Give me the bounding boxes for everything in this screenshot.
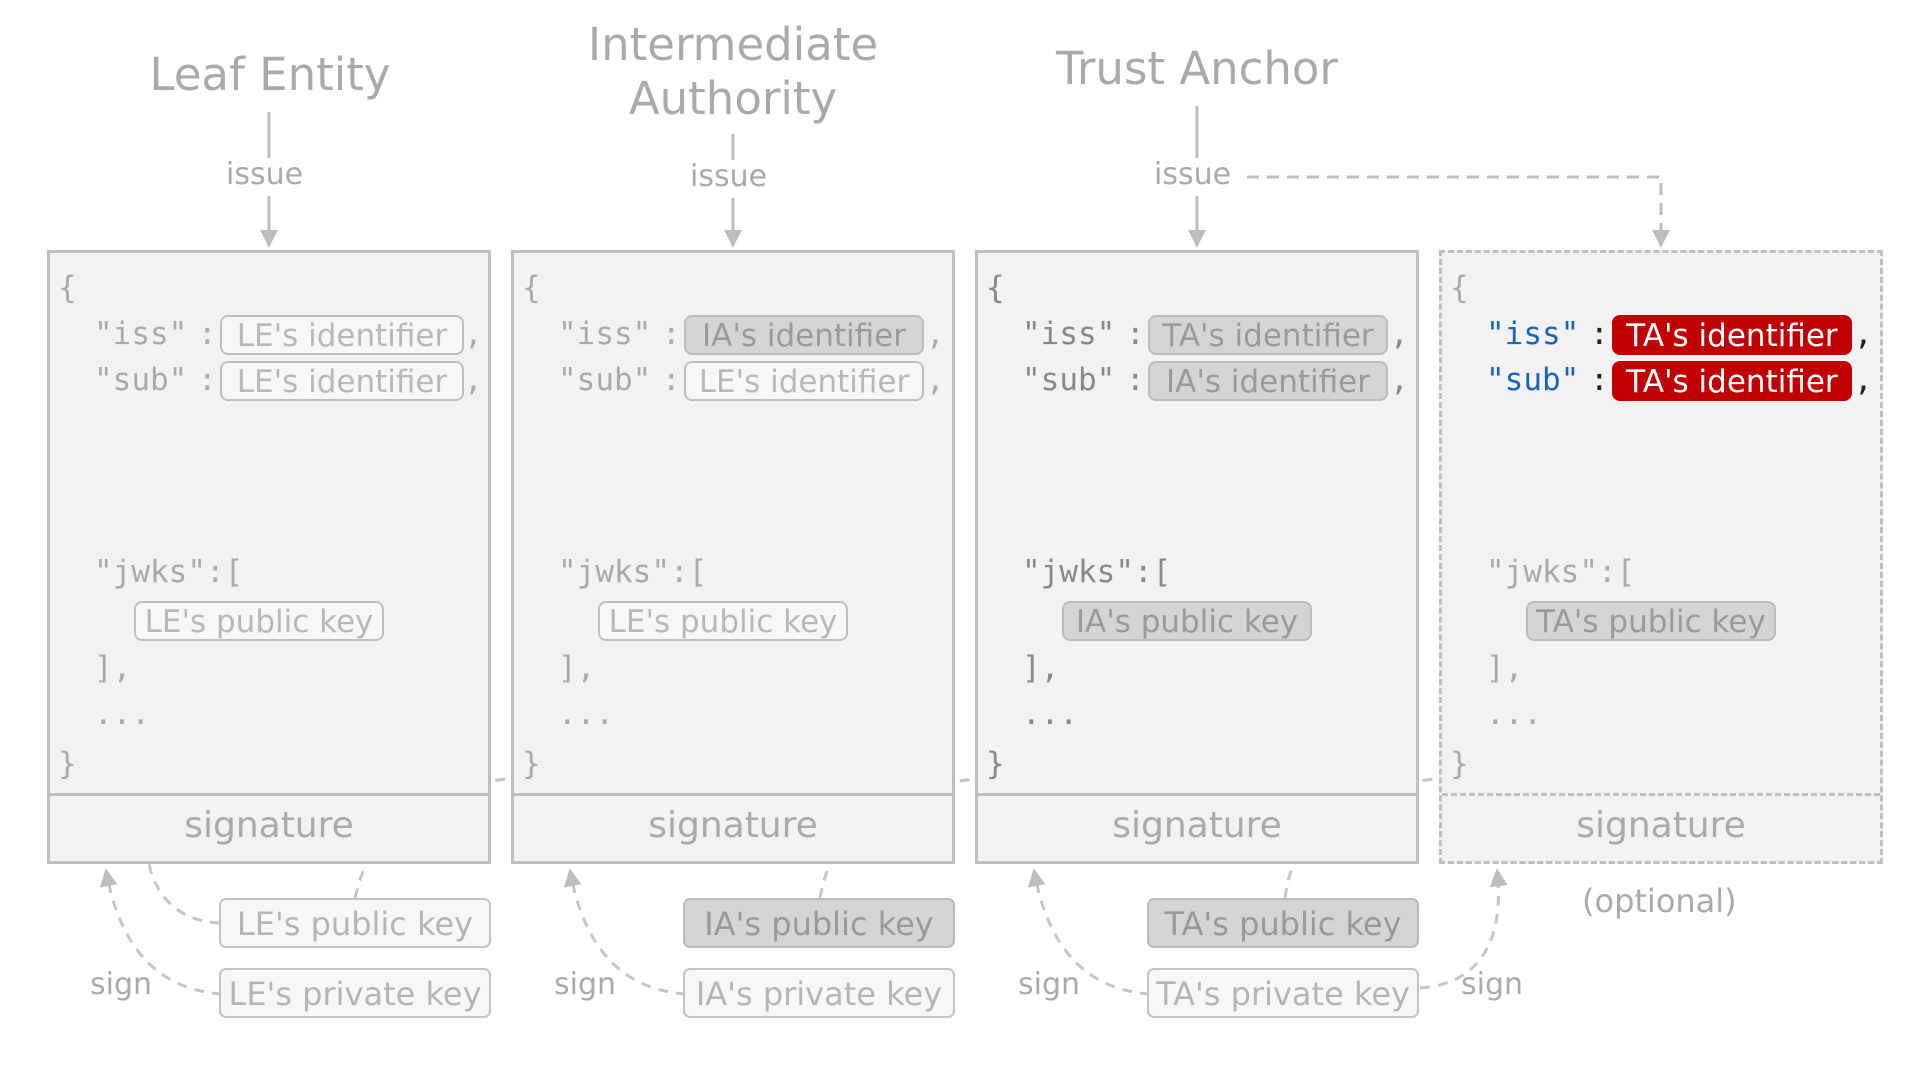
comma: , xyxy=(1854,362,1873,398)
title-intermediate-authority: Intermediate Authority xyxy=(587,18,879,125)
comma: , xyxy=(464,316,483,352)
colon: : xyxy=(1126,316,1145,352)
comma: , xyxy=(926,316,945,352)
brace-close: } xyxy=(986,746,1005,782)
ta-private-key: TA's private key xyxy=(1147,968,1419,1018)
sub-value: LE's identifier xyxy=(220,361,464,401)
signature-divider xyxy=(50,793,488,796)
statement-leaf-entity: { "iss" : LE's identifier , "sub" : LE's… xyxy=(47,250,491,864)
brace-close: } xyxy=(58,746,77,782)
signature-label: signature xyxy=(184,805,354,846)
ellipsis: ... xyxy=(558,696,614,732)
jwks-key: LE's public key xyxy=(598,601,848,641)
sign-label-ta: sign xyxy=(1018,967,1081,1002)
brace-open: { xyxy=(58,270,77,306)
colon: : xyxy=(1126,362,1145,398)
ellipsis: ... xyxy=(94,696,150,732)
jwks-key: LE's public key xyxy=(134,601,384,641)
colon: : xyxy=(662,316,681,352)
optional-label: (optional) xyxy=(1582,882,1737,920)
jwks-open: "jwks":[ xyxy=(558,554,708,590)
jwks-open: "jwks":[ xyxy=(94,554,244,590)
comma: , xyxy=(926,362,945,398)
jwks-close: ], xyxy=(94,650,132,686)
ia-private-key: IA's private key xyxy=(683,968,955,1018)
iss-value: TA's identifier xyxy=(1148,315,1388,355)
ta-public-key: TA's public key xyxy=(1147,898,1419,948)
colon: : xyxy=(198,362,217,398)
colon: : xyxy=(662,362,681,398)
statement-trust-anchor-self: { "iss" : TA's identifier , "sub" : TA's… xyxy=(1439,250,1883,864)
signature-divider xyxy=(514,793,952,796)
sub-value: IA's identifier xyxy=(1148,361,1388,401)
issue-label-ta: issue xyxy=(1150,158,1236,192)
ellipsis: ... xyxy=(1022,696,1078,732)
sub-key: "sub" xyxy=(94,362,188,398)
sub-value: TA's identifier xyxy=(1612,361,1852,401)
comma: , xyxy=(1854,316,1873,352)
iss-value: LE's identifier xyxy=(220,315,464,355)
sub-key: "sub" xyxy=(1486,362,1580,398)
comma: , xyxy=(464,362,483,398)
sign-label-ta-self: sign xyxy=(1461,967,1524,1002)
colon: : xyxy=(198,316,217,352)
jwks-open: "jwks":[ xyxy=(1022,554,1172,590)
brace-open: { xyxy=(1450,270,1469,306)
iss-value: IA's identifier xyxy=(684,315,924,355)
jwks-close: ], xyxy=(558,650,596,686)
sign-label-le: sign xyxy=(90,967,153,1002)
iss-value: TA's identifier xyxy=(1612,315,1852,355)
le-public-key: LE's public key xyxy=(219,898,491,948)
iss-key: "iss" xyxy=(94,316,188,352)
iss-key: "iss" xyxy=(1022,316,1116,352)
statement-intermediate-authority: { "iss" : IA's identifier , "sub" : LE's… xyxy=(511,250,955,864)
comma: , xyxy=(1390,316,1409,352)
signature-label: signature xyxy=(1112,805,1282,846)
jwks-close: ], xyxy=(1486,650,1524,686)
le-private-key: LE's private key xyxy=(219,968,491,1018)
ia-public-key: IA's public key xyxy=(683,898,955,948)
sub-key: "sub" xyxy=(558,362,652,398)
title-leaf-entity: Leaf Entity xyxy=(149,48,391,101)
issue-label-le: issue xyxy=(222,158,308,192)
ellipsis: ... xyxy=(1486,696,1542,732)
statement-trust-anchor: { "iss" : TA's identifier , "sub" : IA's… xyxy=(975,250,1419,864)
jwks-open: "jwks":[ xyxy=(1486,554,1636,590)
issue-arrow-ta-self xyxy=(1247,175,1670,248)
colon: : xyxy=(1590,316,1609,352)
sign-label-ia: sign xyxy=(554,967,617,1002)
comma: , xyxy=(1390,362,1409,398)
title-trust-anchor: Trust Anchor xyxy=(1056,42,1338,95)
issue-label-ia: issue xyxy=(686,160,772,194)
sub-value: LE's identifier xyxy=(684,361,924,401)
signature-label: signature xyxy=(1576,805,1746,846)
sub-key: "sub" xyxy=(1022,362,1116,398)
jwks-key: TA's public key xyxy=(1526,601,1776,641)
brace-open: { xyxy=(986,270,1005,306)
signature-divider xyxy=(1442,793,1880,796)
signature-label: signature xyxy=(648,805,818,846)
brace-open: { xyxy=(522,270,541,306)
iss-key: "iss" xyxy=(1486,316,1580,352)
jwks-key: IA's public key xyxy=(1062,601,1312,641)
brace-close: } xyxy=(1450,746,1469,782)
signature-divider xyxy=(978,793,1416,796)
colon: : xyxy=(1590,362,1609,398)
brace-close: } xyxy=(522,746,541,782)
jwks-close: ], xyxy=(1022,650,1060,686)
iss-key: "iss" xyxy=(558,316,652,352)
